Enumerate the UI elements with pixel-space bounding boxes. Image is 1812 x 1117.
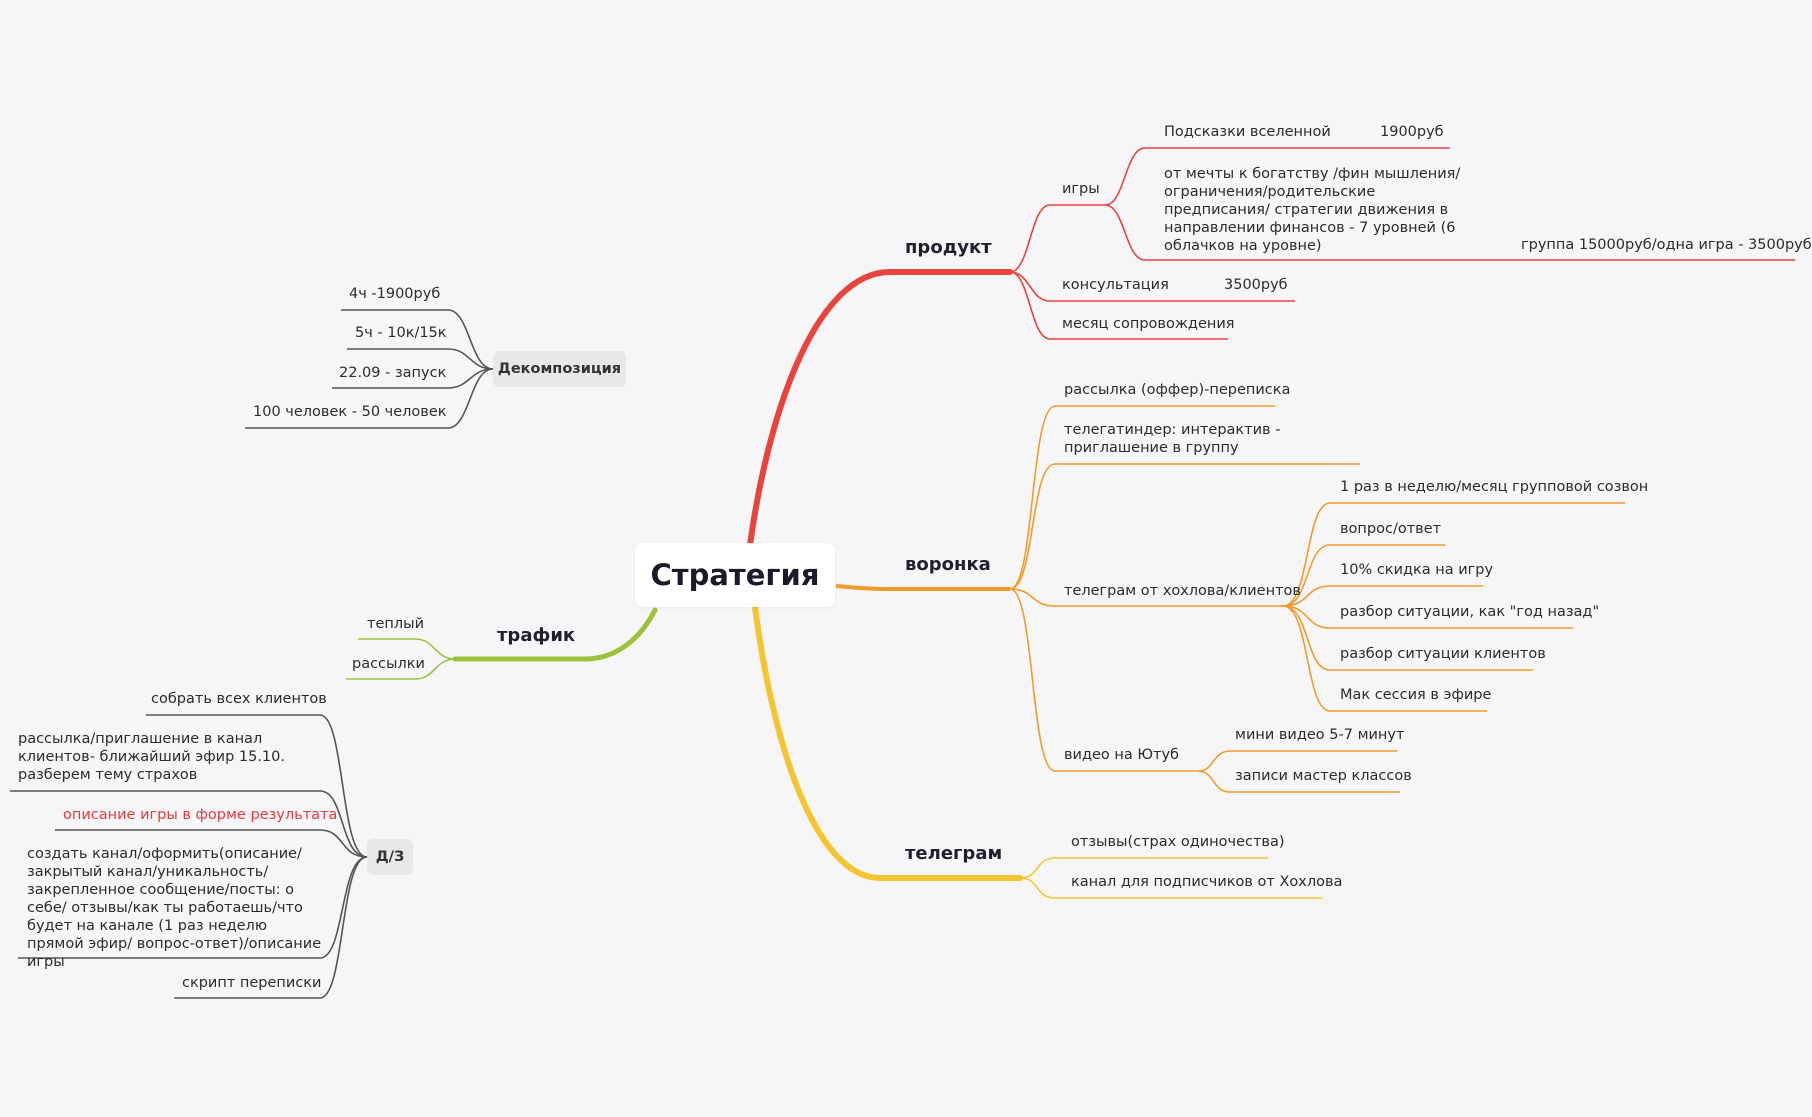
node-homework[interactable]: Д/З <box>367 839 413 875</box>
node-youtube[interactable]: видео на Ютуб <box>1064 747 1179 763</box>
node-dz-item-2[interactable]: рассылка/приглашение в канал клиентов- б… <box>18 731 285 783</box>
branch-traffic <box>452 607 658 662</box>
branch-product <box>747 269 1013 548</box>
node-dz-item-5[interactable]: скрипт переписки <box>182 975 322 991</box>
node-tg-item-2[interactable]: вопрос/ответ <box>1340 521 1442 537</box>
node-mailing[interactable]: рассылка (оффер)-переписка <box>1064 382 1291 398</box>
node-game-hints-price[interactable]: 1900руб <box>1380 124 1444 140</box>
node-decomp-item-4[interactable]: 100 человек - 50 человек <box>253 404 447 420</box>
node-traffic-item-2[interactable]: рассылки <box>352 656 425 672</box>
node-youtube-item-1[interactable]: мини видео 5-7 минут <box>1235 727 1405 743</box>
node-game-dream[interactable]: от мечты к богатству /фин мышления/ огра… <box>1164 166 1461 254</box>
node-decomp-item-3[interactable]: 22.09 - запуск <box>339 365 447 381</box>
node-telegram-item-2[interactable]: канал для подписчиков от Хохлова <box>1071 874 1343 890</box>
branch-telegram <box>752 604 1023 881</box>
node-dz-item-1[interactable]: собрать всех клиентов <box>151 691 327 707</box>
node-tinder[interactable]: телегатиндер: интерактив - приглашение в… <box>1064 422 1281 456</box>
node-tg-item-3[interactable]: 10% скидка на игру <box>1340 562 1494 578</box>
node-consult-price[interactable]: 3500руб <box>1224 277 1288 293</box>
node-youtube-item-2[interactable]: записи мастер классов <box>1235 768 1412 784</box>
node-tg-item-4[interactable]: разбор ситуации, как "год назад" <box>1340 604 1600 620</box>
node-dz-item-3[interactable]: описание игры в форме результата <box>63 807 338 823</box>
node-traffic[interactable]: трафик <box>497 625 576 646</box>
node-decomposition[interactable]: Декомпозиция <box>493 351 626 387</box>
node-tg-item-1[interactable]: 1 раз в неделю/месяц групповой созвон <box>1340 479 1649 495</box>
node-games[interactable]: игры <box>1062 181 1100 197</box>
node-decomp-item-1[interactable]: 4ч -1900руб <box>349 286 441 302</box>
node-game-dream-price[interactable]: группа 15000руб/одна игра - 3500руб <box>1521 237 1812 253</box>
node-dz-item-4[interactable]: создать канал/оформить(описание/ закрыты… <box>27 846 322 970</box>
node-traffic-item-1[interactable]: теплый <box>367 616 424 632</box>
node-funnel[interactable]: воронка <box>905 554 991 575</box>
node-telegram[interactable]: телеграм <box>905 843 1003 864</box>
node-product[interactable]: продукт <box>905 237 992 258</box>
node-tg-clients[interactable]: телеграм от хохлова/клиентов <box>1064 583 1301 599</box>
node-month[interactable]: месяц сопровождения <box>1062 316 1235 332</box>
node-decomp-item-2[interactable]: 5ч - 10к/15к <box>355 325 447 341</box>
node-tg-item-5[interactable]: разбор ситуации клиентов <box>1340 646 1546 662</box>
node-game-hints[interactable]: Подсказки вселенной <box>1164 124 1331 140</box>
node-tg-item-6[interactable]: Мак сессия в эфире <box>1340 687 1492 703</box>
root-node[interactable]: Стратегия <box>635 543 835 607</box>
branch-funnel <box>835 584 1010 591</box>
node-consult[interactable]: консультация <box>1062 277 1169 293</box>
node-telegram-item-1[interactable]: отзывы(страх одиночества) <box>1071 834 1285 850</box>
